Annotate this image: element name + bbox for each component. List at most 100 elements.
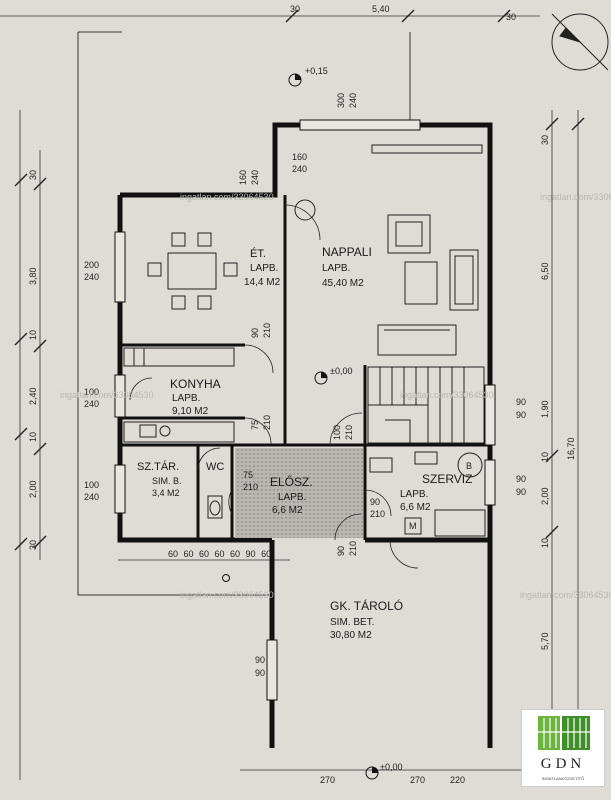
svg-text:75: 75 <box>243 470 253 480</box>
room-floor: LAPB. <box>172 393 200 404</box>
room-labels: ÉT. LAPB. 14,4 M2 NAPPALI LAPB. 45,40 M2… <box>137 245 472 641</box>
room-floor: LAPB. <box>400 489 428 500</box>
svg-text:10: 10 <box>540 538 550 548</box>
svg-text:100: 100 <box>84 480 99 490</box>
svg-text:200: 200 <box>84 260 99 270</box>
svg-text:100: 100 <box>332 425 342 440</box>
svg-text:ingatlan.com/33064530: ingatlan.com/33064530 <box>540 192 611 202</box>
room-area: 30,80 M2 <box>330 630 372 641</box>
svg-text:30: 30 <box>28 170 38 180</box>
room-floor: LAPB. <box>322 263 350 274</box>
svg-text:ingatlan.com/33064530: ingatlan.com/33064530 <box>400 390 494 400</box>
svg-text:90: 90 <box>370 497 380 507</box>
svg-text:ingatlan.com/33064530: ingatlan.com/33064530 <box>180 590 274 600</box>
room-area: 6,6 M2 <box>272 505 303 516</box>
bath-fixtures <box>207 451 486 537</box>
svg-text:ingatlan.com/33064530: ingatlan.com/33064530 <box>180 192 274 202</box>
svg-text:10: 10 <box>540 452 550 462</box>
svg-text:30: 30 <box>540 135 550 145</box>
svg-text:3,80: 3,80 <box>28 267 38 285</box>
svg-text:5,40: 5,40 <box>372 4 390 14</box>
svg-text:30: 30 <box>28 540 38 550</box>
svg-text:2,00: 2,00 <box>540 487 550 505</box>
svg-text:ingatlan.com/33064530: ingatlan.com/33064530 <box>60 390 154 400</box>
svg-text:30: 30 <box>506 12 516 22</box>
svg-text:ingatlan.com/33064530: ingatlan.com/33064530 <box>520 590 611 600</box>
svg-text:210: 210 <box>262 415 272 430</box>
dining-furniture <box>147 199 316 310</box>
room-name: SZ.TÁR. <box>137 460 179 473</box>
svg-text:300: 300 <box>336 93 346 108</box>
room-name: SZERVIZ <box>422 472 472 486</box>
room-area: 6,6 M2 <box>400 502 431 513</box>
svg-text:100: 100 <box>84 387 99 397</box>
agency-logo: GDN INGATLANKÖZVETÍTŐ <box>521 709 605 787</box>
svg-text:16,70: 16,70 <box>566 437 576 460</box>
svg-text:210: 210 <box>348 541 358 556</box>
room-name: NAPPALI <box>322 245 372 259</box>
svg-text:2,40: 2,40 <box>28 387 38 405</box>
svg-text:210: 210 <box>344 425 354 440</box>
svg-text:90: 90 <box>255 655 265 665</box>
svg-text:240: 240 <box>84 272 99 282</box>
watermarks: ingatlan.com/33064530 ingatlan.com/33064… <box>60 192 611 600</box>
level-label: ±0,00 <box>330 366 352 376</box>
logo-tagline: INGATLANKÖZVETÍTŐ <box>541 776 585 781</box>
kitchen-counters <box>123 347 235 443</box>
interior-walls <box>120 195 490 540</box>
logo-name: GDN <box>540 756 586 772</box>
room-floor: SIM. B. <box>152 476 182 486</box>
svg-text:10: 10 <box>28 432 38 442</box>
svg-text:210: 210 <box>243 482 258 492</box>
level-label: ±0,00 <box>380 762 402 772</box>
svg-text:6,50: 6,50 <box>540 262 550 280</box>
svg-text:210: 210 <box>262 323 272 338</box>
room-floor: LAPB. <box>278 492 306 503</box>
doors <box>129 204 419 569</box>
svg-text:90: 90 <box>255 668 265 678</box>
windows <box>114 119 496 701</box>
room-floor: LAPB. <box>250 263 278 274</box>
svg-text:B: B <box>466 461 472 471</box>
svg-text:240: 240 <box>250 170 260 185</box>
svg-text:220: 220 <box>450 775 465 785</box>
svg-text:240: 240 <box>348 93 358 108</box>
svg-text:10: 10 <box>28 330 38 340</box>
svg-text:60 60 60 60 60 90 60: 60 60 60 60 60 90 60 <box>168 549 271 559</box>
svg-text:160: 160 <box>292 152 307 162</box>
room-name: WC <box>206 461 224 473</box>
room-floor: SIM. BET. <box>330 617 374 628</box>
room-area: 3,4 M2 <box>152 488 180 498</box>
room-name: KONYHA <box>170 377 221 391</box>
level-markers <box>222 73 379 780</box>
svg-text:270: 270 <box>320 775 335 785</box>
svg-text:210: 210 <box>370 509 385 519</box>
living-furniture <box>371 144 483 356</box>
svg-text:M: M <box>409 521 417 531</box>
north-arrow <box>551 13 609 71</box>
room-area: 45,40 M2 <box>322 278 364 289</box>
svg-text:90: 90 <box>516 487 526 497</box>
svg-text:240: 240 <box>292 164 307 174</box>
dimension-labels: 5,40 30 30 30 6,50 1,90 10 2,00 10 5,70 … <box>28 4 576 785</box>
svg-text:5,70: 5,70 <box>540 632 550 650</box>
svg-text:160: 160 <box>238 170 248 185</box>
room-name: GK. TÁROLÓ <box>330 598 403 613</box>
svg-text:1,90: 1,90 <box>540 400 550 418</box>
dimension-lines <box>0 15 579 780</box>
svg-text:90: 90 <box>336 546 346 556</box>
svg-text:270: 270 <box>410 775 425 785</box>
svg-text:2,00: 2,00 <box>28 480 38 498</box>
room-area: 14,4 M2 <box>244 277 281 288</box>
room-name: ÉT. <box>250 247 266 260</box>
svg-text:90: 90 <box>516 410 526 420</box>
svg-text:90: 90 <box>516 397 526 407</box>
room-name: ELŐSZ. <box>270 474 313 489</box>
svg-text:90: 90 <box>250 328 260 338</box>
site-outline <box>77 31 411 596</box>
svg-text:75: 75 <box>250 420 260 430</box>
staircase <box>367 366 485 444</box>
window-icon <box>538 716 590 750</box>
